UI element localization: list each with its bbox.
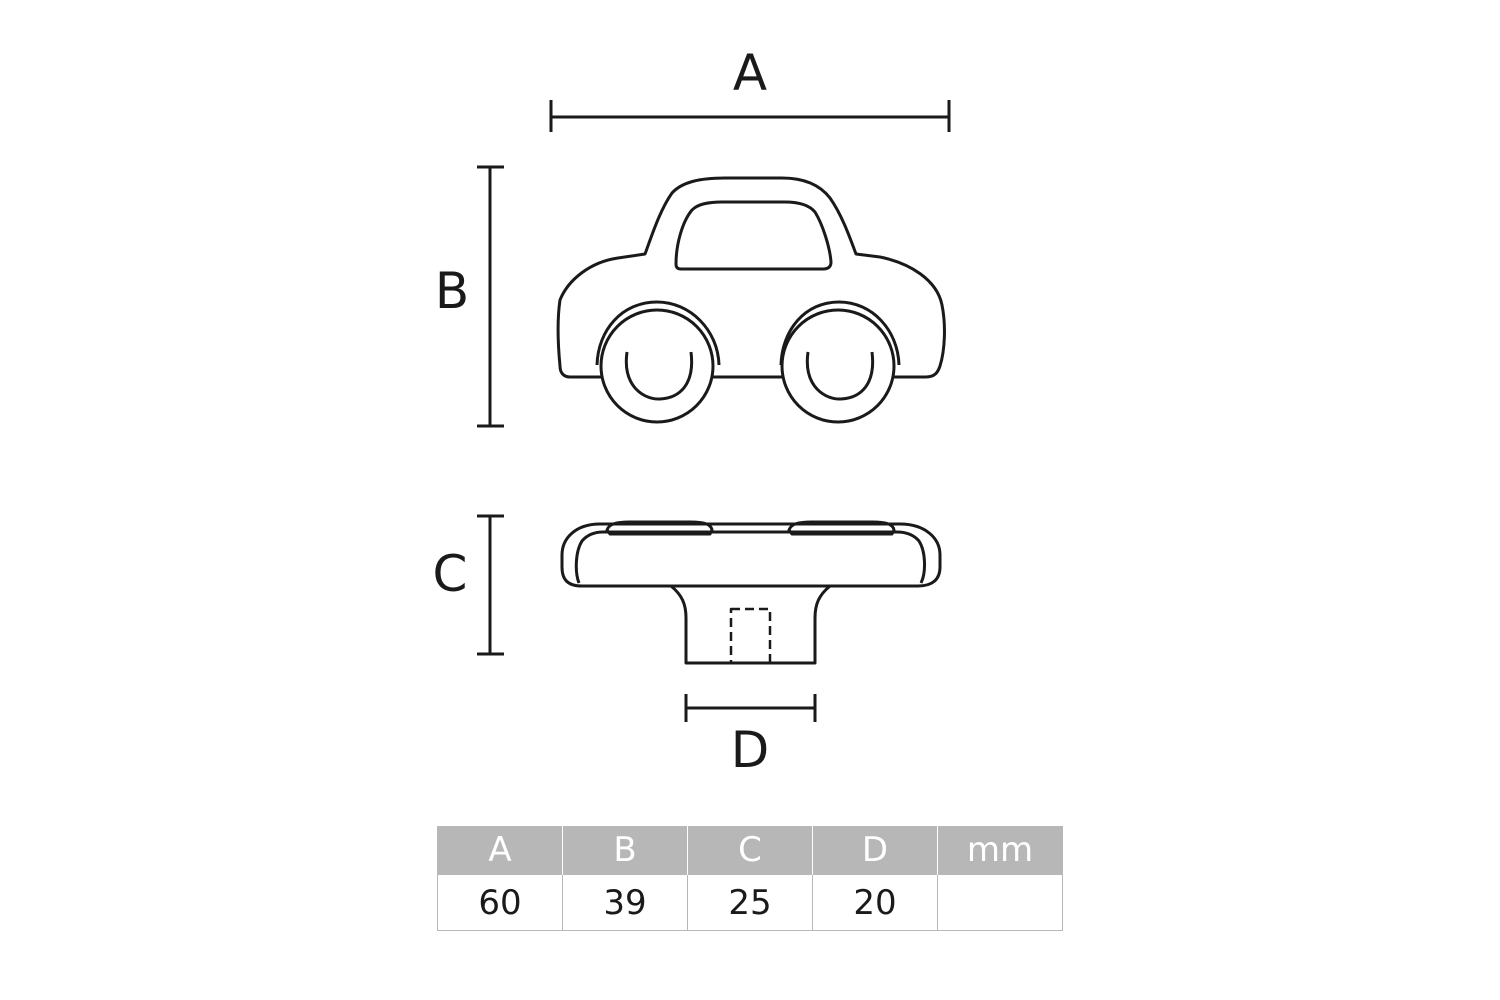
dimensions-value-row: 60 39 25 20: [437, 874, 1063, 931]
value-d: 20: [812, 874, 938, 931]
car-knob-side-view: [560, 520, 942, 665]
value-unit: [937, 874, 1063, 931]
rear-wheel-arch: [779, 300, 901, 366]
value-c: 25: [687, 874, 813, 931]
knob-top-inner-line: [574, 530, 926, 584]
dimension-line-d: [684, 694, 817, 722]
dimension-line-b: [477, 165, 504, 428]
dimension-label-d: D: [731, 721, 770, 779]
rear-wheel-bump: [787, 520, 896, 536]
header-c: C: [687, 826, 813, 875]
header-d: D: [812, 826, 938, 875]
value-b: 39: [562, 874, 688, 931]
dimension-label-a: A: [733, 44, 767, 102]
front-wheel: [599, 308, 715, 424]
front-wheel-arch: [595, 300, 721, 366]
dimensions-header-row: A B C D mm: [437, 826, 1063, 875]
header-unit: mm: [937, 826, 1063, 875]
knob-stem: [670, 584, 831, 665]
car-knob-front-view: [556, 176, 946, 424]
screw-hole-hidden: [729, 607, 772, 665]
front-hubcap: [624, 351, 694, 401]
dimension-label-b: B: [435, 262, 469, 320]
dimensions-table: A B C D mm 60 39 25 20: [437, 826, 1063, 931]
header-b: B: [562, 826, 688, 875]
rear-hubcap: [805, 351, 875, 401]
knob-top-outline: [560, 522, 942, 588]
rear-wheel: [780, 308, 896, 424]
front-wheel-bump: [605, 520, 714, 536]
dimension-label-c: C: [433, 545, 468, 603]
dimension-line-a: [549, 100, 951, 132]
dimension-line-c: [477, 514, 504, 656]
car-body-outline: [556, 176, 946, 379]
header-a: A: [437, 826, 563, 875]
car-window: [674, 200, 833, 271]
value-a: 60: [437, 874, 563, 931]
